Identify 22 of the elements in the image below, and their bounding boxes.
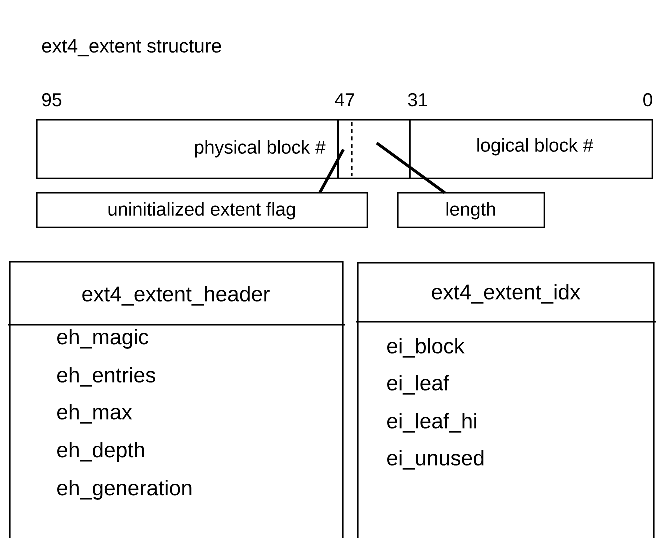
field-name: ei_leaf [388, 375, 450, 395]
table-heading: ext4_extent_idx [432, 284, 580, 304]
callout-box: length [397, 192, 546, 228]
bit-field [337, 119, 411, 180]
bit-field: logical block # [409, 119, 654, 180]
title: ext4_extent structure [42, 39, 222, 57]
bit-field: physical block # [36, 119, 340, 180]
field-name: eh_entries [58, 367, 156, 387]
struct-table [8, 261, 345, 538]
field-name: ei_leaf_hi [388, 413, 476, 433]
field-name: eh_magic [58, 329, 149, 349]
struct-table [356, 262, 656, 538]
field-name: ei_unused [388, 450, 484, 470]
field-name: eh_max [58, 404, 132, 424]
callout-box: uninitialized extent flag [36, 192, 368, 228]
leader-line [376, 142, 446, 194]
table-heading: ext4_extent_header [82, 286, 270, 306]
flag-bit-line [351, 122, 353, 176]
field-name: eh_depth [58, 442, 144, 462]
field-name: eh_generation [58, 480, 192, 500]
bit-number: 47 [335, 94, 354, 106]
field-name: ei_block [388, 338, 465, 358]
